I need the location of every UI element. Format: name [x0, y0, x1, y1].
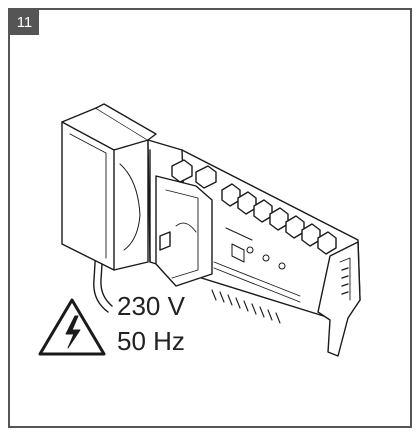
voltage-label: 230 V — [117, 291, 185, 321]
transformer-cover — [61, 103, 157, 271]
power-cable — [93, 245, 113, 313]
frequency-label: 50 Hz — [117, 326, 185, 356]
high-voltage-icon — [38, 298, 106, 356]
terminal-cover-panel — [155, 175, 213, 287]
bottom-terminal-pins — [211, 289, 281, 324]
step-number-badge: 11 — [10, 10, 39, 35]
end-cap — [317, 241, 361, 357]
connector-slots — [213, 227, 301, 303]
terminal-clips — [171, 159, 337, 255]
